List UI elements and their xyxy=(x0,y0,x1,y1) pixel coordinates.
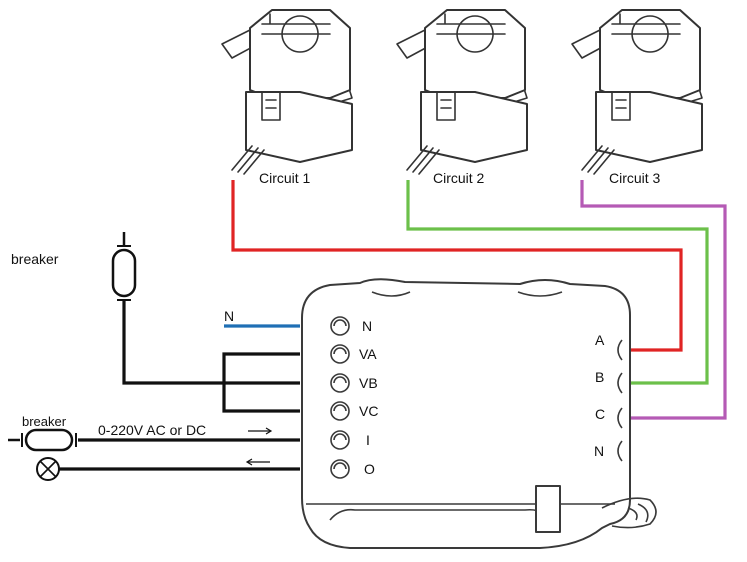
terminal-o-label: O xyxy=(364,461,375,477)
supply-voltage-label: 0-220V AC or DC xyxy=(98,422,206,438)
terminal-n2-label: N xyxy=(594,443,604,459)
energy-meter-device xyxy=(301,278,657,549)
terminal-vc-label: VC xyxy=(359,403,378,419)
right-terminal-screws xyxy=(617,339,623,462)
phase-bridge-wire xyxy=(222,352,300,413)
terminal-va-label: VA xyxy=(359,346,377,362)
circuit-1-label: Circuit 1 xyxy=(259,170,311,186)
breaker-symbol-bottom xyxy=(8,428,77,452)
terminal-n-label: N xyxy=(362,318,372,334)
left-terminal-screws xyxy=(330,316,350,479)
neutral-label: N xyxy=(224,308,234,324)
terminal-b-label: B xyxy=(595,369,604,385)
current-transformer-1 xyxy=(221,9,353,175)
terminal-i-label: I xyxy=(366,432,370,448)
terminal-a-label: A xyxy=(595,332,605,348)
lamp-icon xyxy=(36,457,60,481)
circuit-2-wire xyxy=(406,180,709,385)
breaker-symbol-top xyxy=(111,232,137,301)
breaker-label-top: breaker xyxy=(11,251,59,267)
circuit-2-label: Circuit 2 xyxy=(433,170,485,186)
terminal-vb-label: VB xyxy=(359,375,378,391)
terminal-c-label: C xyxy=(595,406,605,422)
current-transformer-2 xyxy=(396,9,528,175)
arrow-left-icon xyxy=(245,458,270,466)
phase-wire-main xyxy=(122,300,300,385)
current-transformer-3 xyxy=(571,9,703,175)
circuit-1-wire xyxy=(231,180,683,352)
breaker-label-bottom: breaker xyxy=(22,414,67,429)
arrow-right-icon xyxy=(248,427,273,435)
circuit-3-wire xyxy=(580,180,727,420)
circuit-3-label: Circuit 3 xyxy=(609,170,661,186)
